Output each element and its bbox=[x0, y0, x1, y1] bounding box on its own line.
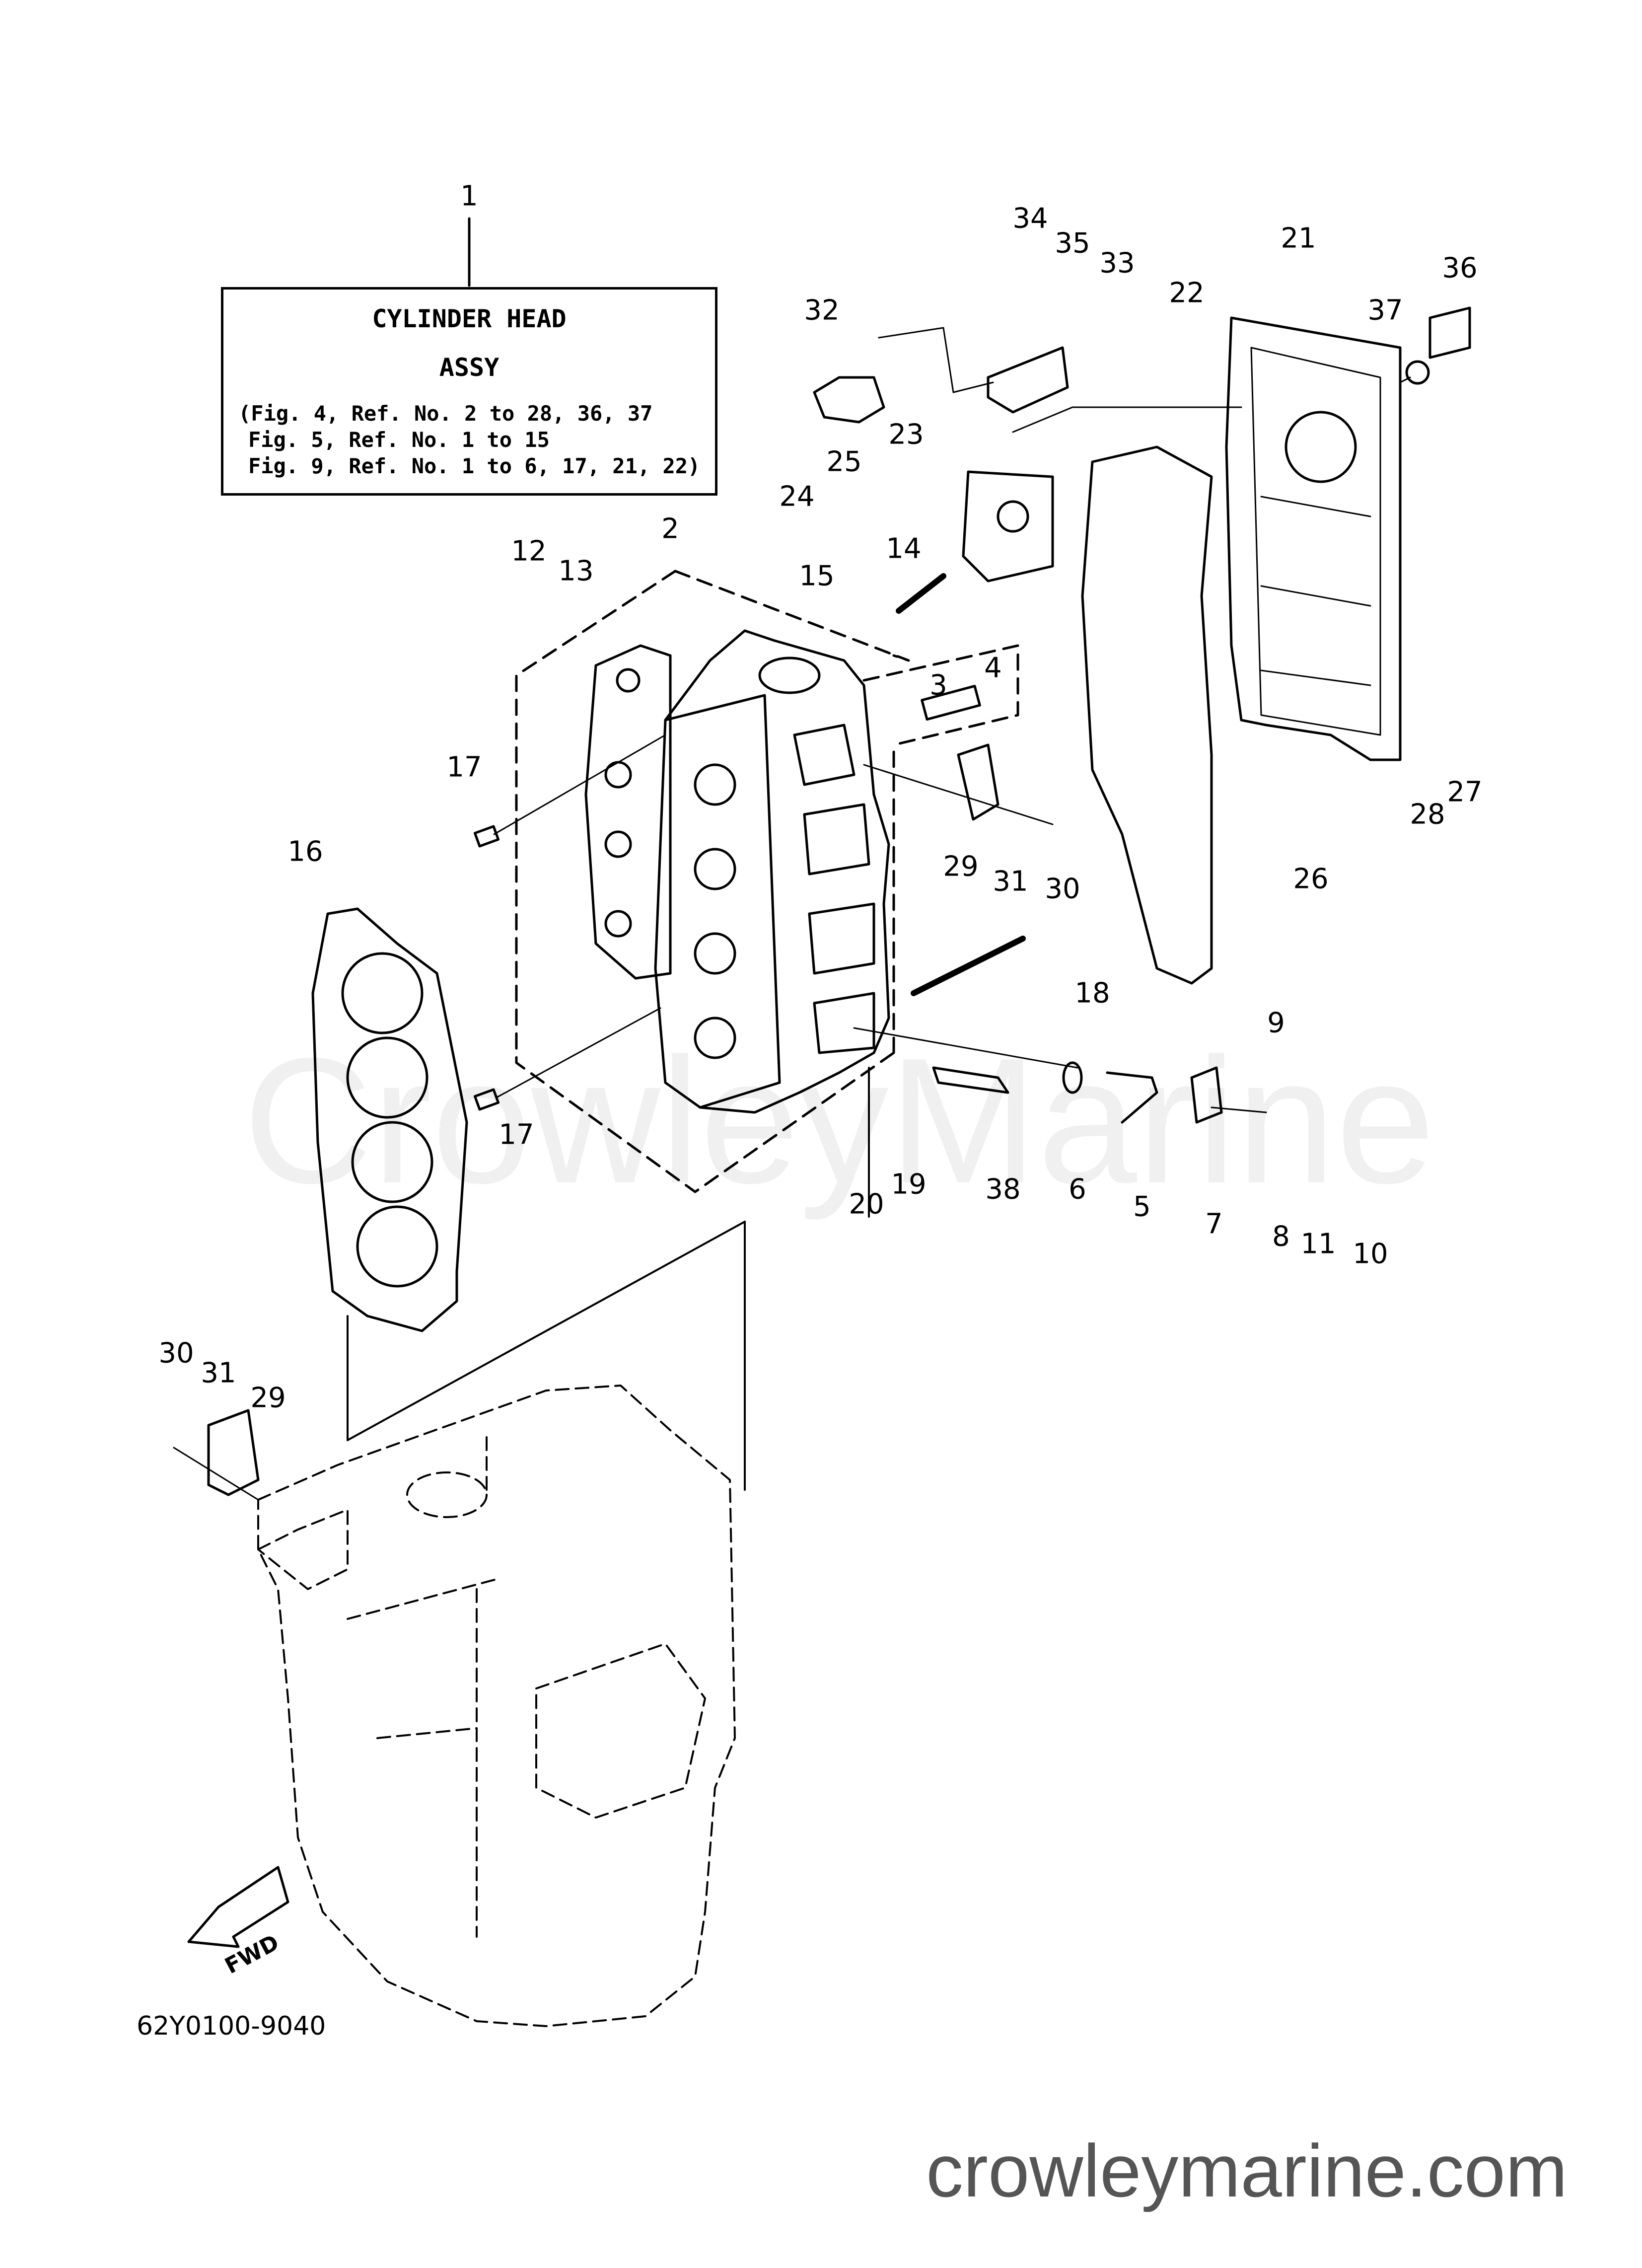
part-label: 31 bbox=[993, 865, 1028, 898]
spark-plug-38 bbox=[932, 1066, 1009, 1094]
leader-32 bbox=[878, 327, 994, 393]
part-label: 26 bbox=[1293, 863, 1329, 895]
cover-inner bbox=[1250, 347, 1381, 736]
gasket-bore-4 bbox=[356, 1205, 438, 1288]
part-label: 29 bbox=[250, 1382, 286, 1414]
dash-envelope-right bbox=[862, 644, 1019, 746]
head-detail-2 bbox=[803, 803, 870, 876]
part-label: 7 bbox=[1205, 1208, 1223, 1241]
part-label: 6 bbox=[1069, 1173, 1086, 1206]
part-label: 5 bbox=[1133, 1190, 1151, 1223]
part-label: 36 bbox=[1442, 252, 1478, 285]
head-port bbox=[758, 657, 821, 694]
block-anode-cover bbox=[207, 1409, 260, 1496]
part-label: 31 bbox=[201, 1357, 236, 1390]
watermark: CrowleyMarine bbox=[243, 1021, 1435, 1221]
dash-envelope-top bbox=[674, 570, 910, 662]
part-6 bbox=[1062, 1061, 1083, 1094]
bore-1 bbox=[694, 763, 736, 806]
part-label: 30 bbox=[158, 1337, 194, 1370]
part-label: 14 bbox=[886, 532, 922, 565]
cylinder-head-body bbox=[654, 629, 890, 1114]
bore-3 bbox=[694, 932, 736, 975]
cover-port bbox=[1285, 411, 1357, 483]
cylinder-block-outline bbox=[257, 1385, 736, 2027]
part-label: 38 bbox=[985, 1173, 1021, 1206]
part-label: 17 bbox=[446, 751, 482, 784]
part-label: 15 bbox=[799, 560, 835, 592]
gasket-bore-1 bbox=[341, 952, 424, 1034]
assembly-ref-line: (Fig. 4, Ref. No. 2 to 28, 36, 37 bbox=[238, 401, 653, 426]
part-label: 24 bbox=[779, 480, 815, 513]
oil-cap bbox=[1428, 306, 1471, 359]
part-label: 13 bbox=[558, 555, 594, 587]
part-label: 18 bbox=[1074, 977, 1110, 1010]
part-label: 35 bbox=[1055, 227, 1090, 260]
dowel-pin-upper bbox=[473, 825, 500, 848]
head-detail-3 bbox=[808, 902, 875, 975]
cover-gasket bbox=[1081, 445, 1213, 985]
fwd-arrow-icon bbox=[187, 1866, 289, 1948]
anode-cover-29 bbox=[957, 743, 999, 821]
part-label: 8 bbox=[1272, 1220, 1290, 1253]
bolt-18 bbox=[911, 936, 1026, 996]
part-5 bbox=[1106, 1071, 1158, 1124]
part-label: 28 bbox=[1410, 798, 1445, 831]
assembly-title: CYLINDER HEAD bbox=[372, 304, 567, 333]
gasket-bore-3 bbox=[351, 1121, 433, 1203]
part-label: 21 bbox=[1281, 222, 1316, 255]
bore-4 bbox=[694, 1017, 736, 1059]
bore-2 bbox=[694, 848, 736, 890]
part-label: 30 bbox=[1045, 873, 1080, 905]
part-label: 37 bbox=[1367, 294, 1403, 327]
assembly-subtitle: ASSY bbox=[439, 353, 500, 382]
part-label: 11 bbox=[1300, 1228, 1336, 1260]
thermostat-cover bbox=[962, 470, 1054, 583]
leader-22 bbox=[1012, 406, 1242, 433]
head-detail-1 bbox=[793, 724, 856, 786]
head-detail-4 bbox=[813, 992, 875, 1054]
assembly-ref-line: Fig. 9, Ref. No. 1 to 6, 17, 21, 22) bbox=[248, 454, 701, 478]
part-label: 2 bbox=[661, 512, 679, 545]
bolt-14 bbox=[896, 573, 946, 614]
head-flange bbox=[584, 644, 672, 980]
part-label: 27 bbox=[1447, 776, 1483, 808]
part-label: 33 bbox=[1099, 247, 1135, 280]
part-label: 3 bbox=[929, 669, 947, 702]
dowel-pin-lower bbox=[473, 1088, 500, 1111]
part-label: 16 bbox=[287, 835, 323, 868]
part-label: 17 bbox=[499, 1118, 534, 1151]
part-label: 12 bbox=[511, 535, 547, 568]
part-label: 1 bbox=[460, 180, 478, 213]
head-gasket bbox=[311, 907, 468, 1332]
bracket-33 bbox=[987, 346, 1069, 414]
thermostat-3 bbox=[921, 684, 981, 721]
part-label: 9 bbox=[1267, 1007, 1285, 1039]
part-label: 25 bbox=[826, 445, 862, 478]
assembly-ref-line: Fig. 5, Ref. No. 1 to 15 bbox=[248, 428, 550, 452]
gasket-bore-2 bbox=[346, 1036, 428, 1119]
part-label: 4 bbox=[984, 652, 1002, 684]
part-7 bbox=[1190, 1066, 1223, 1124]
part-label: 29 bbox=[943, 850, 979, 883]
cylinder-head-cover bbox=[1225, 316, 1402, 761]
o-ring-37 bbox=[1405, 360, 1430, 385]
part-label: 22 bbox=[1169, 277, 1205, 309]
sensor-32 bbox=[813, 376, 885, 424]
part-label: 32 bbox=[804, 294, 840, 327]
cylinder-head-face bbox=[664, 694, 781, 1109]
part-label: 10 bbox=[1353, 1238, 1388, 1270]
drawing-number: 62Y0100-9040 bbox=[137, 2011, 326, 2041]
site-url: crowleymarine.com bbox=[926, 2129, 1568, 2212]
part-label: 19 bbox=[891, 1168, 927, 1201]
assembly-callout-box: CYLINDER HEAD ASSY (Fig. 4, Ref. No. 2 t… bbox=[221, 287, 717, 496]
part-label: 34 bbox=[1012, 202, 1048, 235]
part-label: 20 bbox=[849, 1188, 884, 1221]
dash-envelope-left bbox=[515, 570, 895, 1193]
part-label: 23 bbox=[888, 418, 924, 451]
